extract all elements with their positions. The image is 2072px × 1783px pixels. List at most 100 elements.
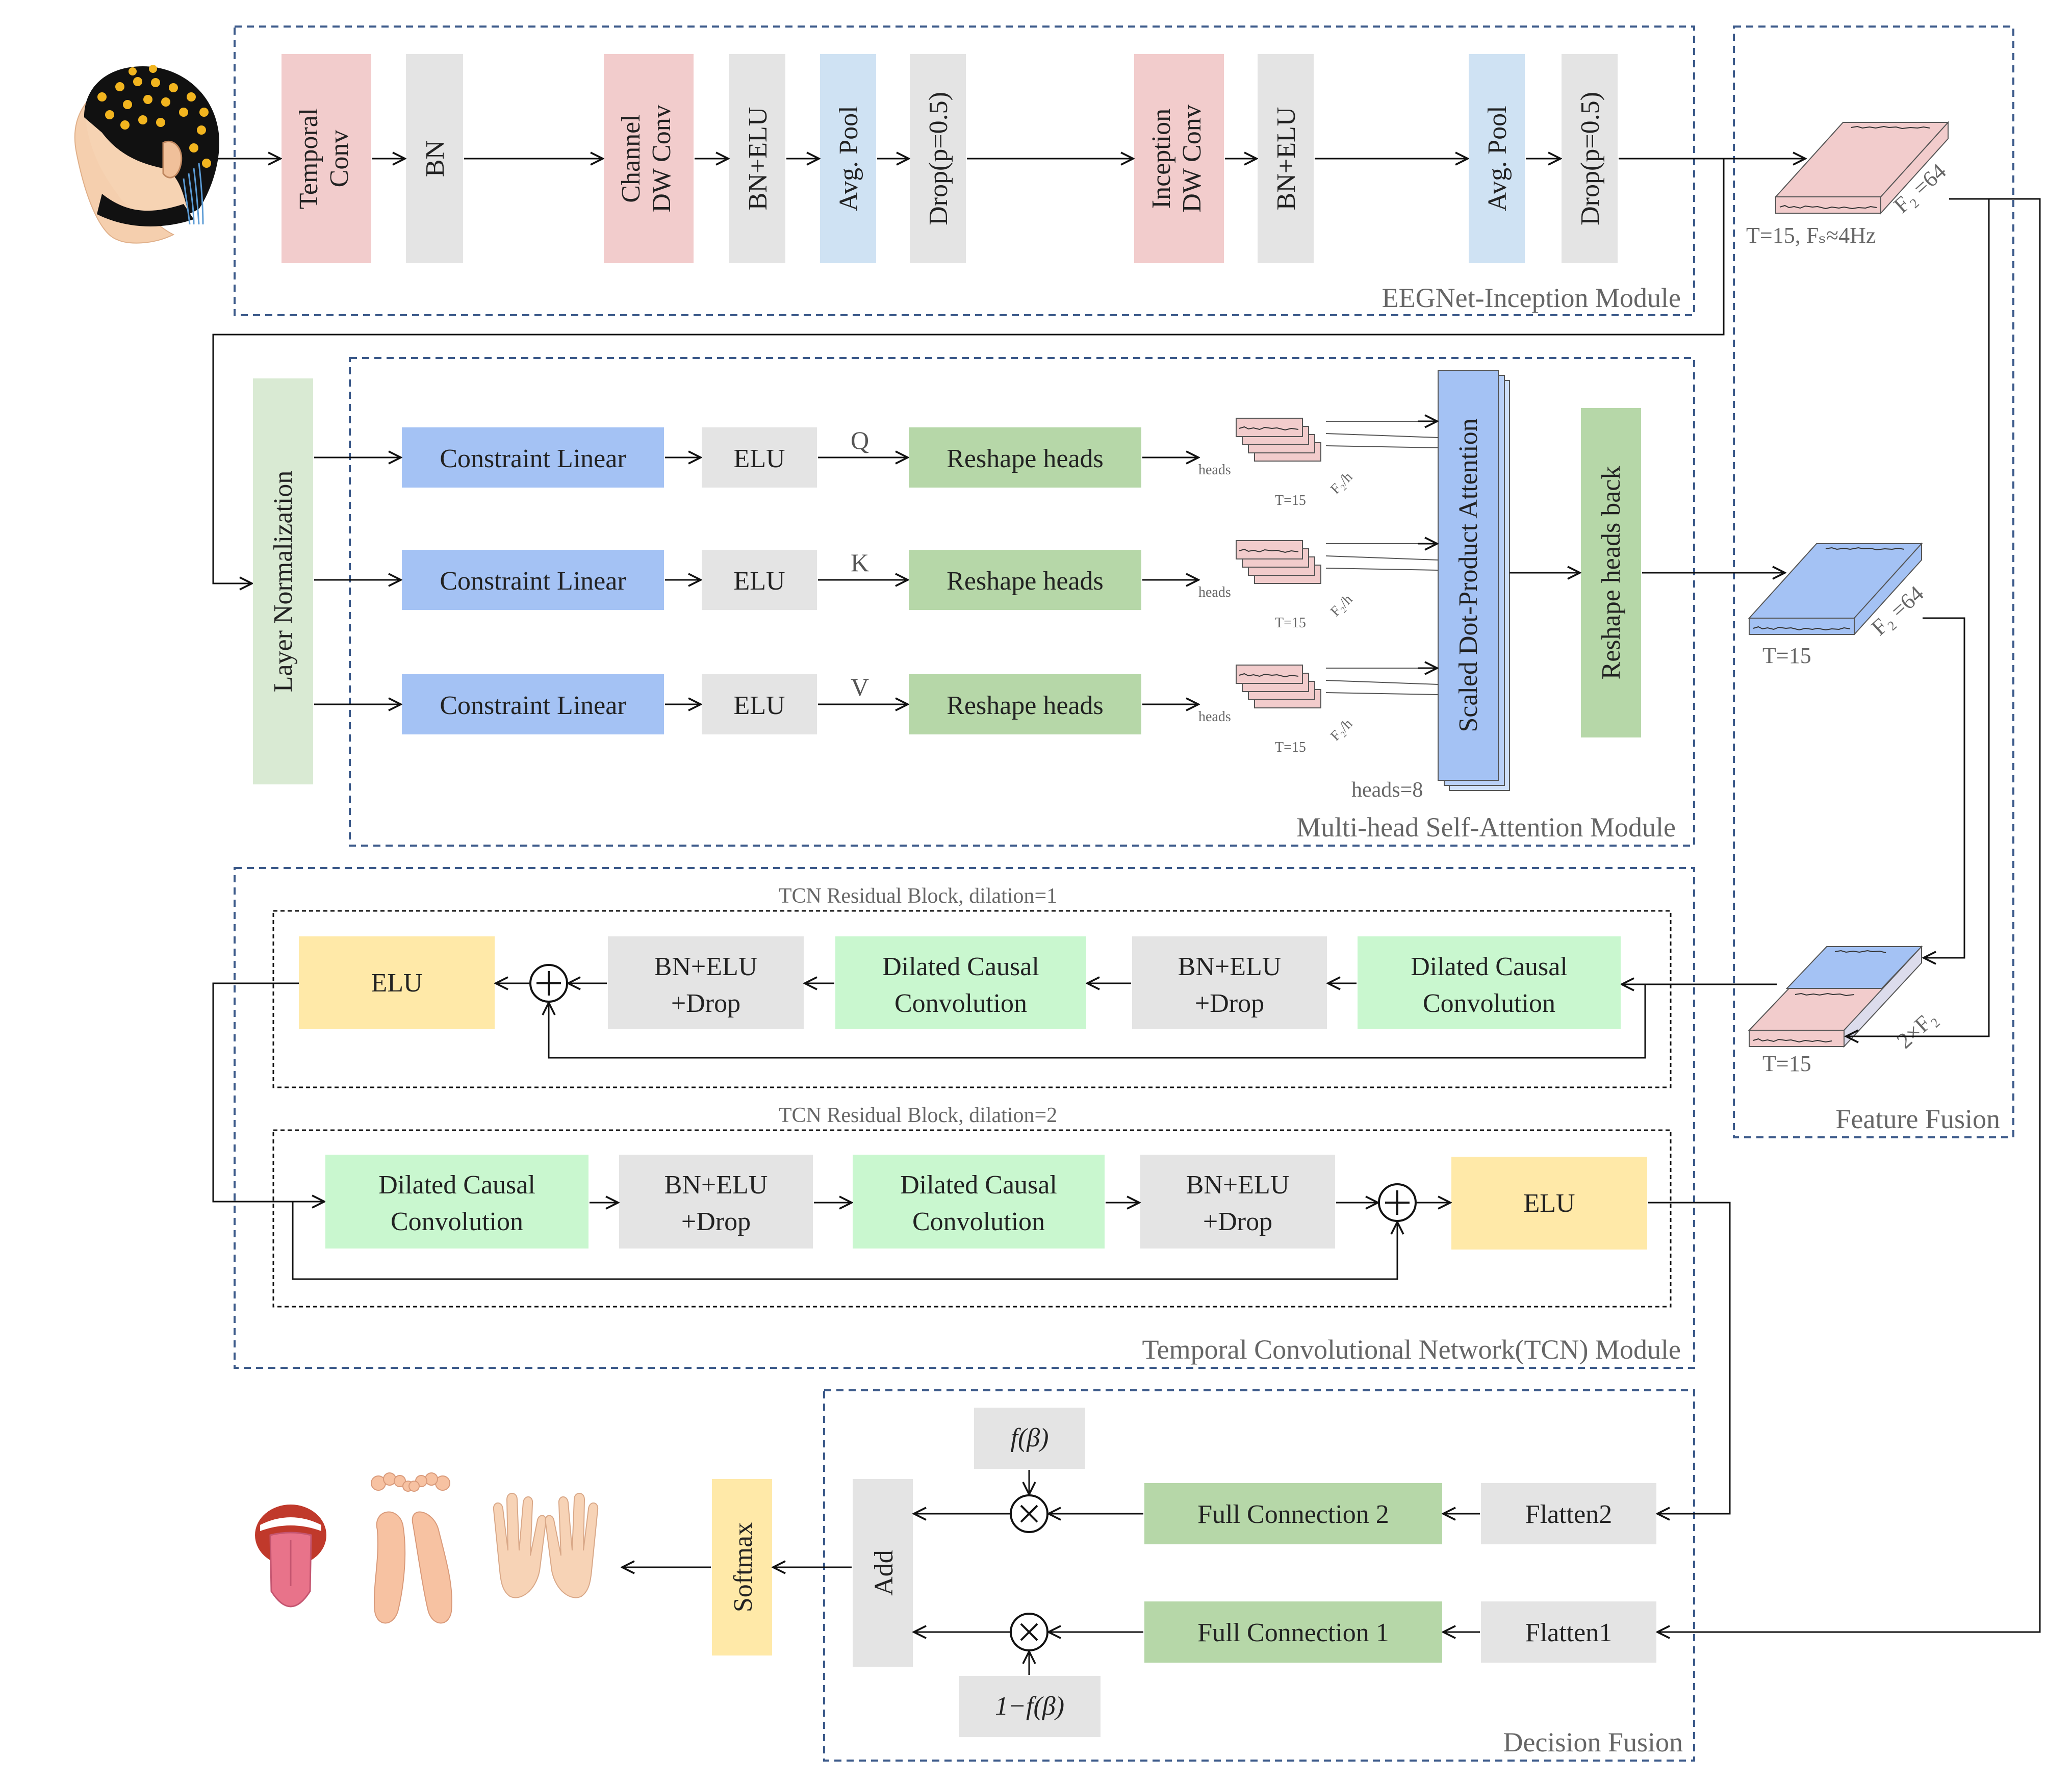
tensor3-feature-label: 2×F₂ [1892,1005,1941,1053]
constraint-linear-q: Constraint Linear [402,427,664,488]
svg-text:BN+ELU: BN+ELU [654,952,758,981]
bn-elu-block-1: BN+ELU [729,54,785,263]
svg-text:+Drop: +Drop [1195,989,1264,1018]
svg-text:ELU: ELU [733,691,785,720]
tcn2-dilated-conv-1: Dilated Causal Convolution [325,1155,589,1249]
svg-text:+Drop: +Drop [671,989,740,1018]
svg-text:ELU: ELU [733,567,785,596]
svg-text:Full Connection 1: Full Connection 1 [1197,1618,1389,1647]
svg-text:Convolution: Convolution [894,989,1027,1018]
svg-text:ELU: ELU [371,969,422,998]
tcn1-bn-elu-drop-2: BN+ELU +Drop [608,936,804,1029]
svg-text:Temporal: Temporal [294,108,323,210]
tongue-icon [255,1505,326,1608]
t15-label-k: T=15 [1275,615,1306,631]
tcn1-to-tcn2-line [212,982,324,1202]
tcn2-add-circle [1378,1183,1417,1222]
svg-text:Softmax: Softmax [729,1522,758,1612]
avg-pool-block-2: Avg. Pool [1469,54,1525,263]
tcn1-bn-elu-drop-1: BN+ELU +Drop [1132,936,1327,1029]
decision-fusion-frame [823,1389,1695,1762]
svg-text:BN+ELU: BN+ELU [664,1170,768,1200]
inception-dw-conv-block: Inception DW Conv [1134,54,1224,263]
tcn-block1-frame [272,910,1672,1088]
svg-text:BN+ELU: BN+ELU [1186,1170,1290,1200]
decision-fusion-label: Decision Fusion [1503,1727,1683,1757]
mhsa-arrows [314,457,1198,704]
layer-normalization-block: Layer Normalization [253,378,313,784]
tcn1-elu-block: ELU [299,936,495,1029]
tcn1-dilated-conv-2: Dilated Causal Convolution [835,936,1086,1029]
flatten2-block: Flatten2 [1481,1483,1656,1544]
multiply-circle-upper [1010,1494,1048,1533]
svg-text:Scaled Dot-Product Attention: Scaled Dot-Product Attention [1454,418,1483,732]
f-beta-block: f(β) [974,1408,1085,1469]
full-connection-1-block: Full Connection 1 [1144,1601,1442,1663]
svg-text:BN+ELU: BN+ELU [1272,107,1301,211]
feature-fusion-label: Feature Fusion [1836,1104,2000,1134]
hands-icon [493,1493,599,1598]
tcn-module-label: Temporal Convolutional Network(TCN) Modu… [1142,1334,1681,1365]
svg-text:Convolution: Convolution [391,1207,523,1236]
t15-label-q: T=15 [1275,493,1306,508]
svg-text:Dilated Causal: Dilated Causal [378,1170,535,1200]
temporal-conv-block: Temporal Conv [282,54,371,263]
svg-text:Layer Normalization: Layer Normalization [269,471,298,693]
svg-text:Full Connection 2: Full Connection 2 [1197,1500,1389,1529]
svg-text:Reshape heads: Reshape heads [947,444,1104,473]
svg-text:Drop(p=0.5): Drop(p=0.5) [1576,92,1605,225]
eeg-head-icon [74,65,219,244]
svg-text:Inception: Inception [1147,109,1176,209]
svg-text:+Drop: +Drop [681,1207,751,1236]
heads-label-k: heads [1198,584,1231,600]
svg-text:DW Conv: DW Conv [1178,105,1207,212]
channel-dw-conv-block: Channel DW Conv [604,54,694,263]
svg-text:Conv: Conv [325,130,354,188]
svg-text:Convolution: Convolution [912,1207,1045,1236]
svg-text:Constraint Linear: Constraint Linear [440,691,626,720]
eegnet-to-layernorm-line [212,159,1725,583]
svg-text:Dilated Causal: Dilated Causal [1411,952,1568,981]
svg-text:Add: Add [869,1550,899,1596]
f2h-label-q: F₂/h [1327,469,1355,497]
tensor-eegnet-output [1774,121,1950,215]
svg-text:1−f(β): 1−f(β) [995,1692,1064,1721]
svg-text:Reshape heads back: Reshape heads back [1597,466,1626,680]
bn-block: BN [406,54,463,263]
f2h-label-k: F₂/h [1327,592,1355,620]
tensor1-to-flatten1-line [1657,198,2041,1632]
tcn1-residual-line [549,984,1646,1059]
full-connection-2-block: Full Connection 2 [1144,1483,1442,1544]
elu-k: ELU [702,550,817,610]
eegnet-module-frame [234,26,1695,316]
attention-output-arrows [1418,421,1785,668]
svg-text:Reshape heads: Reshape heads [947,691,1104,720]
tensor-attention-output [1748,542,1923,636]
tcn2-dilated-conv-2: Dilated Causal Convolution [853,1155,1105,1249]
svg-text:Channel: Channel [617,114,646,202]
mhsa-module-frame [349,357,1695,847]
tcn1-add-circle [529,964,568,1003]
tcn2-elu-block: ELU [1451,1157,1647,1250]
tcn2-residual-line [292,1202,1397,1280]
tcn-block2-title: TCN Residual Block, dilation=2 [779,1104,1057,1127]
t15-label-v: T=15 [1275,740,1306,755]
svg-text:Constraint Linear: Constraint Linear [440,444,626,473]
svg-text:Dilated Causal: Dilated Causal [900,1170,1057,1200]
eegnet-module-label: EEGNet-Inception Module [1382,283,1681,313]
f2h-label-v: F₂/h [1327,716,1355,744]
constraint-linear-v: Constraint Linear [402,674,664,734]
reshape-heads-q: Reshape heads [909,427,1141,488]
svg-text:ELU: ELU [1523,1189,1575,1218]
head-stack-k [1236,540,1439,584]
svg-text:Avg. Pool: Avg. Pool [834,106,863,211]
tcn2-bn-elu-drop-1: BN+ELU +Drop [619,1155,813,1249]
v-label: V [851,673,869,701]
constraint-linear-k: Constraint Linear [402,550,664,610]
tensor2-to-concat-line [1923,617,1965,958]
tensor1-time-label: T=15, Fₛ≈4Hz [1746,223,1876,248]
tcn-block2-frame [272,1129,1672,1308]
tcn-to-flatten2-line [1648,1202,1731,1514]
one-minus-f-beta-block: 1−f(β) [959,1676,1101,1737]
